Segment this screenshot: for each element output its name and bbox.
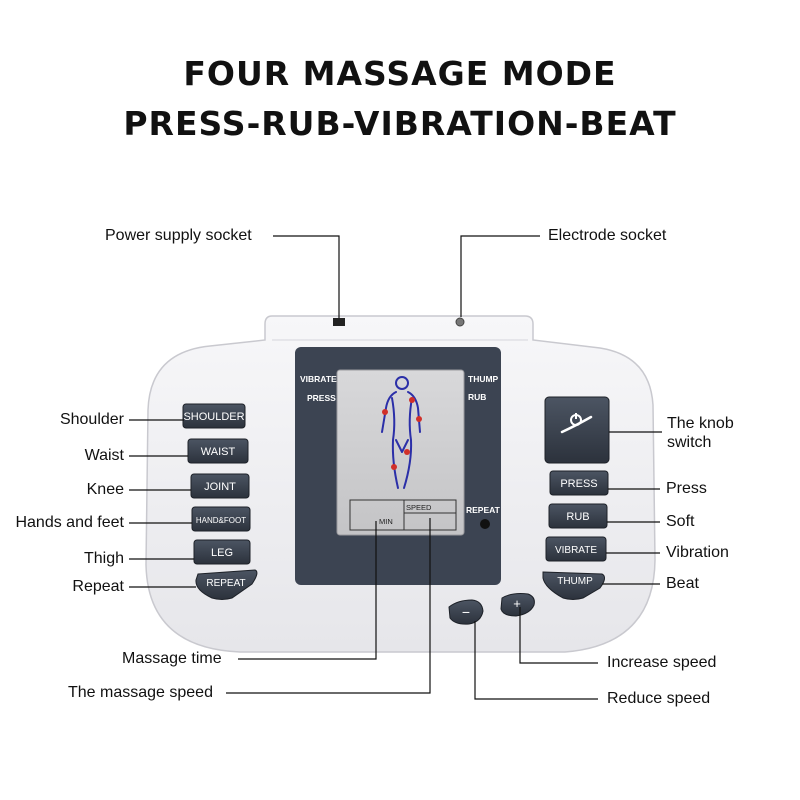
label-vibration: Vibration: [666, 544, 729, 561]
power-knob-icon: [560, 413, 593, 434]
button-vibrate-label: VIBRATE: [555, 545, 597, 556]
body-figure: [381, 376, 421, 489]
lcd-label-min: MIN: [379, 517, 393, 526]
lcd-screen: [336, 369, 465, 536]
plus-icon: +: [513, 596, 521, 611]
button-repeat-label: REPEAT: [206, 578, 245, 589]
line-electrode: [460, 235, 540, 317]
label-beat: Beat: [666, 575, 699, 592]
line-power: [273, 235, 340, 318]
label-soft: Soft: [666, 513, 695, 530]
label-hands-and-feet: Hands and feet: [15, 514, 124, 531]
label-power-supply-socket: Power supply socket: [105, 227, 252, 244]
button-waist-label: WAIST: [201, 446, 236, 458]
button-vibrate[interactable]: VIBRATE: [545, 536, 607, 562]
button-rub[interactable]: RUB: [548, 503, 608, 529]
label-repeat: Repeat: [72, 578, 124, 595]
minus-icon: −: [462, 604, 470, 620]
label-massage-speed: The massage speed: [68, 684, 213, 701]
button-thump[interactable]: THUMP: [542, 571, 606, 600]
left-button-group: SHOULDER WAIST JOINT HAND&FOOT LEG REPEA…: [182, 403, 258, 600]
power-socket: [333, 318, 345, 326]
label-electrode-socket: Electrode socket: [548, 227, 667, 244]
button-joint-label: JOINT: [204, 481, 236, 493]
label-increase-speed: Increase speed: [607, 654, 717, 671]
panel-label-repeat: REPEAT: [466, 505, 501, 515]
repeat-led: [480, 519, 490, 529]
button-waist[interactable]: WAIST: [187, 438, 249, 464]
line-massage-speed: [226, 518, 431, 694]
button-joint[interactable]: JOINT: [190, 473, 250, 499]
acupoint-markers: [382, 397, 422, 470]
panel-label-press: PRESS: [307, 393, 336, 403]
reduce-speed-button[interactable]: −: [448, 599, 484, 625]
button-thump-label: THUMP: [557, 576, 593, 587]
label-press: Press: [666, 480, 707, 497]
line-massage-time: [238, 521, 377, 660]
label-knob-line-2: switch: [667, 434, 712, 451]
callout-lines: [129, 235, 662, 700]
panel-label-thump: THUMP: [468, 374, 499, 384]
button-leg-label: LEG: [211, 547, 233, 559]
label-shoulder: Shoulder: [59, 411, 124, 428]
knob[interactable]: [544, 396, 610, 464]
label-massage-time: Massage time: [122, 650, 222, 667]
line-reduce-speed: [474, 621, 598, 700]
right-button-group: PRESS RUB VIBRATE THUMP: [542, 470, 609, 600]
panel-label-vibrate: VIBRATE: [300, 374, 337, 384]
button-press-label: PRESS: [560, 478, 597, 490]
title-line-2: PRESS-RUB-VIBRATION-BEAT: [123, 104, 677, 143]
label-knob-line-1: The knob: [667, 415, 734, 432]
title-line-1: FOUR MASSAGE MODE: [183, 54, 617, 93]
line-increase-speed: [519, 607, 598, 664]
button-rub-label: RUB: [566, 511, 589, 523]
button-hand-foot-label: HAND&FOOT: [196, 516, 246, 525]
button-press[interactable]: PRESS: [549, 470, 609, 496]
label-thigh: Thigh: [83, 550, 124, 567]
lcd-label-speed: SPEED: [406, 503, 432, 512]
electrode-socket: [455, 317, 465, 327]
label-reduce-speed: Reduce speed: [607, 690, 711, 707]
button-leg[interactable]: LEG: [193, 539, 251, 565]
panel-label-rub: RUB: [468, 392, 486, 402]
button-shoulder[interactable]: SHOULDER: [182, 403, 246, 429]
button-repeat[interactable]: REPEAT: [195, 569, 258, 600]
button-hand-foot[interactable]: HAND&FOOT: [191, 506, 251, 532]
button-shoulder-label: SHOULDER: [183, 411, 244, 423]
label-waist: Waist: [84, 447, 124, 464]
label-knee: Knee: [86, 481, 124, 498]
increase-speed-button[interactable]: +: [500, 593, 535, 617]
